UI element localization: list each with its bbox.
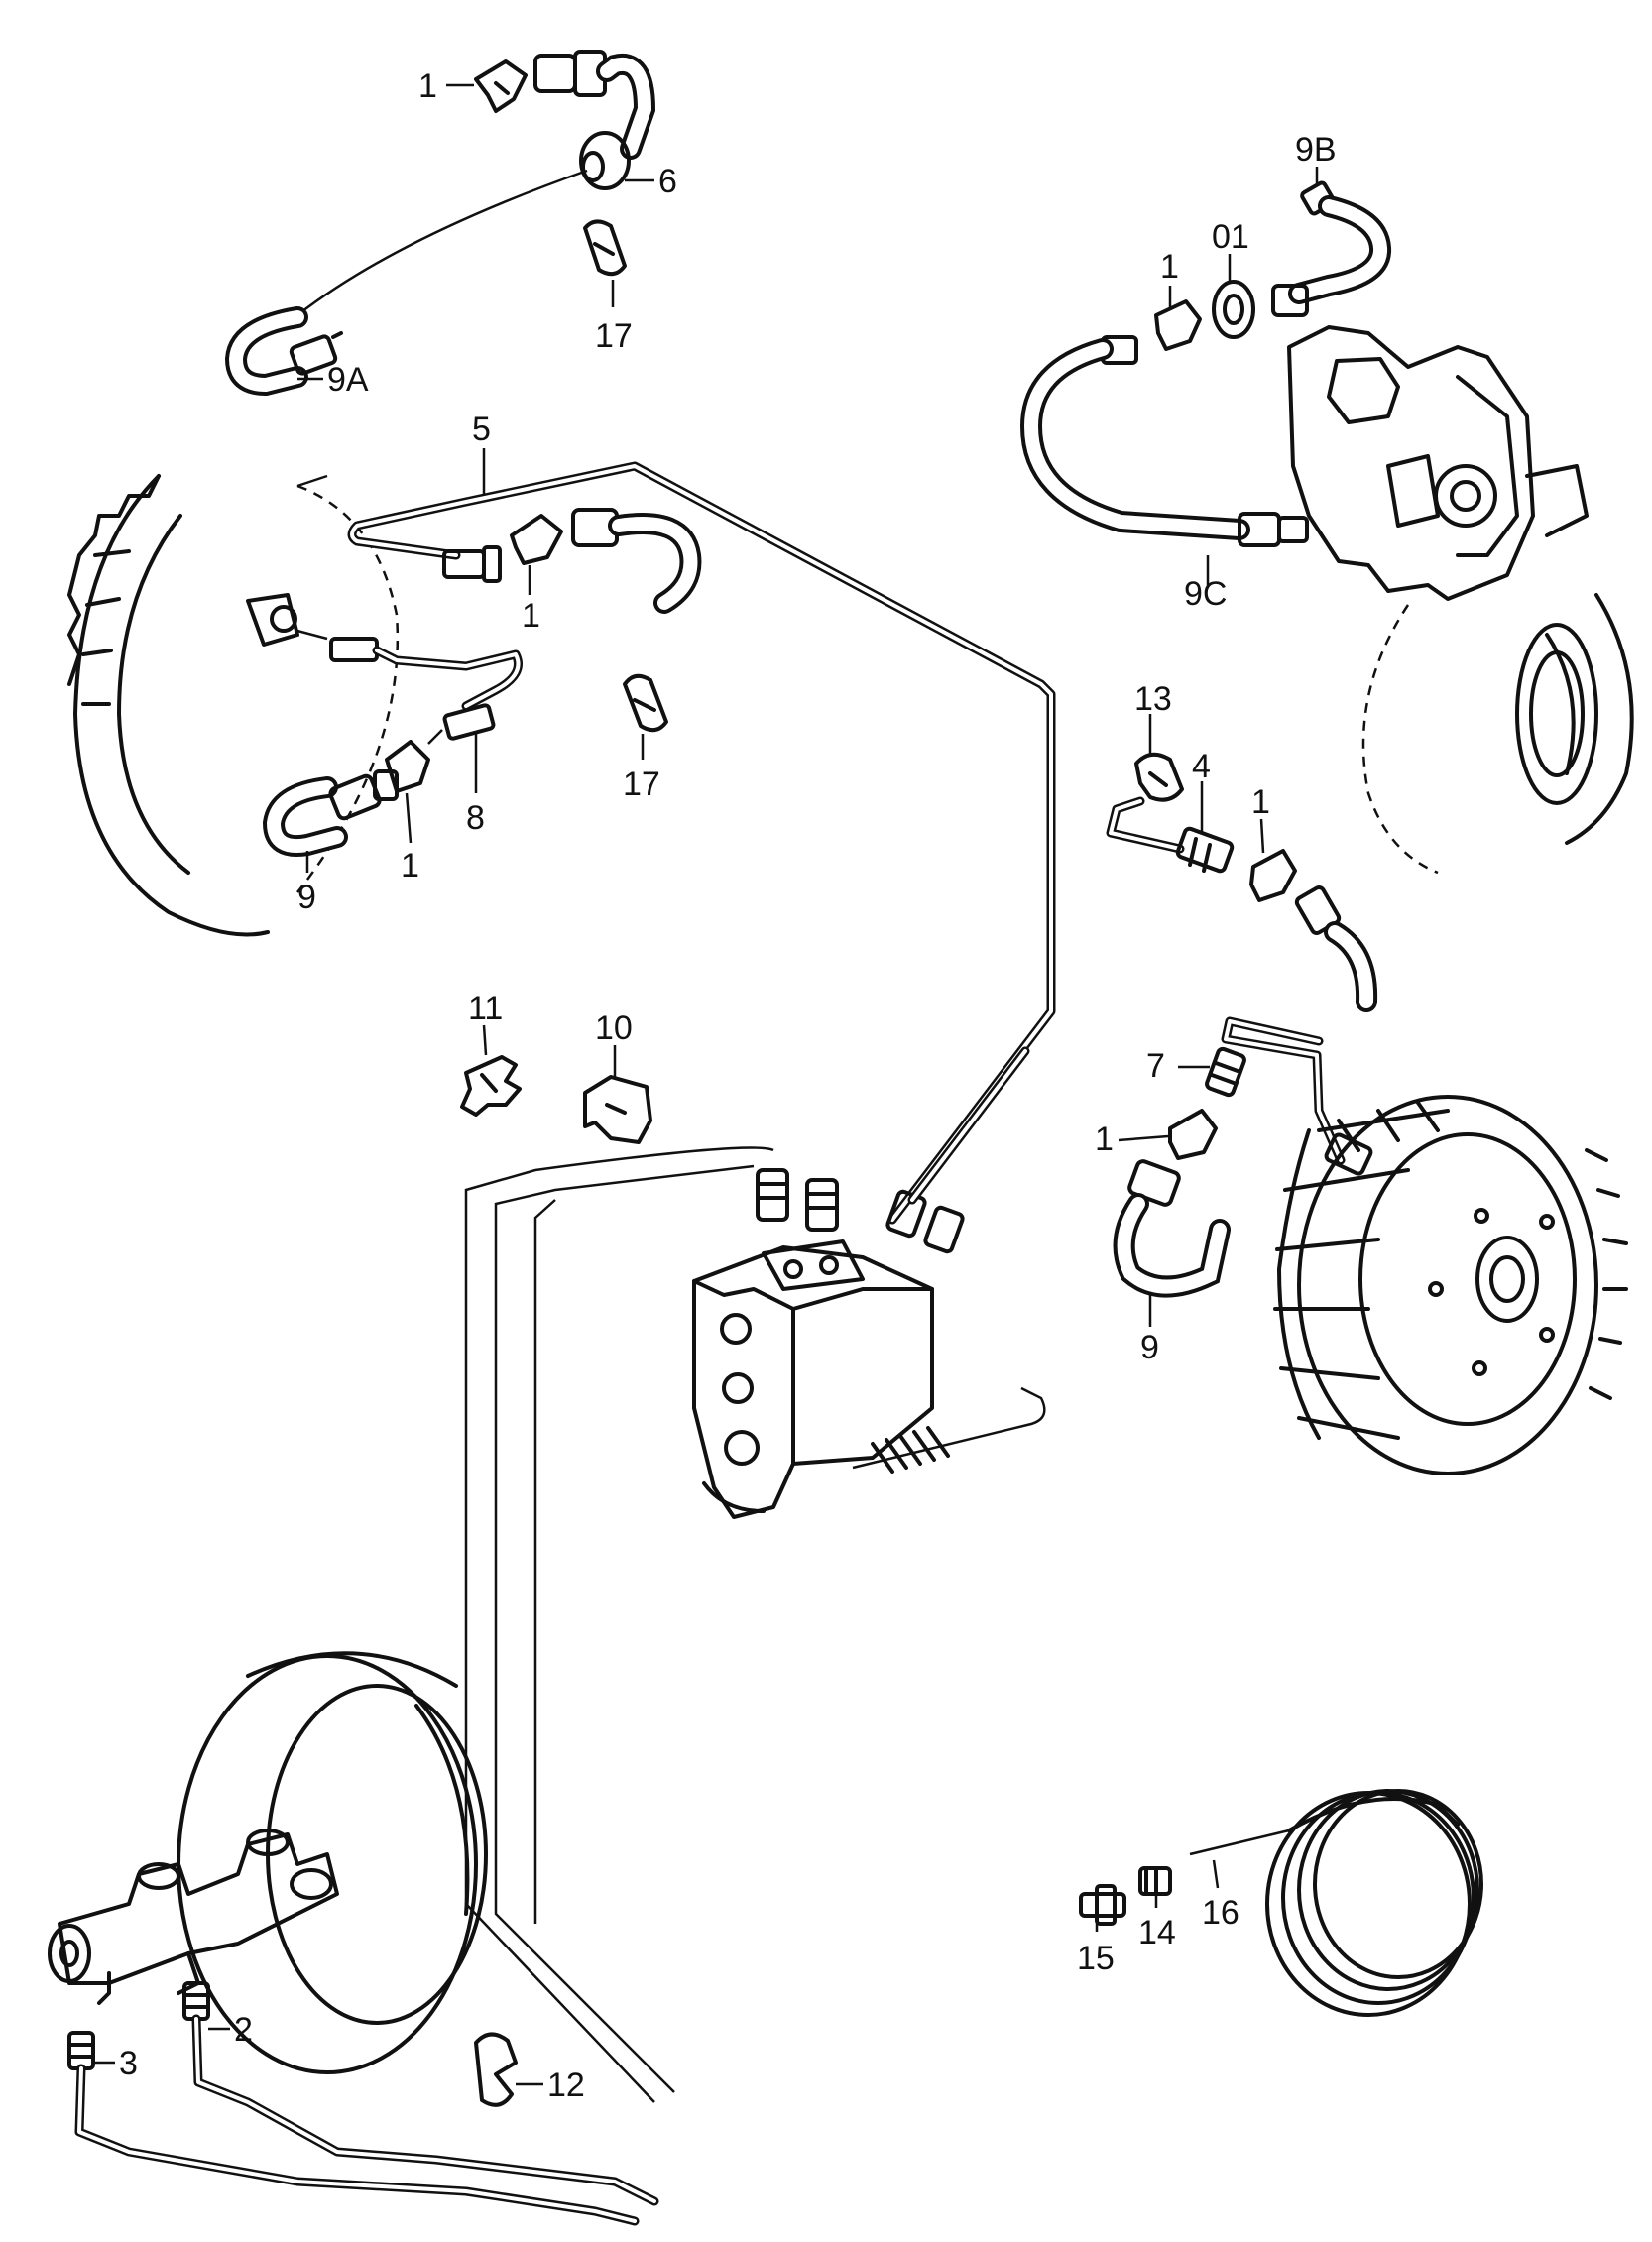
union-7 — [1205, 1046, 1246, 1098]
union-15 — [1079, 1892, 1126, 1918]
callout-9a: 9A — [327, 361, 369, 399]
callout-1-lower: 1 — [401, 847, 419, 885]
callout-16: 16 — [1202, 1894, 1239, 1932]
bracket-11 — [460, 1055, 522, 1117]
brake-disc — [1361, 604, 1439, 875]
hose-fitting-top — [533, 54, 577, 93]
callout-10: 10 — [595, 1009, 633, 1047]
grommet-6 — [579, 131, 631, 190]
clip-13 — [1134, 752, 1184, 802]
front-left-backing-plate — [67, 461, 1056, 1225]
callout-8: 8 — [466, 799, 485, 837]
pipe-coil — [1265, 1789, 1483, 2017]
brake-pipe-16 — [1189, 1829, 1290, 1856]
brake-caliper — [1287, 325, 1535, 601]
clip-right — [1249, 849, 1297, 902]
rear-right-brake-assembly — [1106, 752, 1628, 1475]
union-3 — [67, 2031, 95, 2070]
caliper-assembly — [1019, 180, 1634, 875]
brake-booster-master-cylinder — [48, 1651, 659, 2226]
callout-6: 6 — [658, 163, 677, 200]
master-cylinder — [58, 1832, 339, 1985]
clip-17-mid — [623, 673, 668, 733]
callout-17-mid: 17 — [623, 766, 660, 803]
callout-13: 13 — [1134, 680, 1172, 718]
top-hose-assembly — [224, 50, 656, 397]
clip-mid — [510, 514, 563, 565]
clamp-10 — [583, 1075, 652, 1144]
callout-15: 15 — [1077, 1940, 1115, 1977]
brake-booster — [177, 1654, 478, 2074]
callout-9-left: 9 — [297, 879, 316, 916]
clip-caliper — [1154, 299, 1202, 351]
pressure-regulator-valve — [460, 1046, 1046, 2103]
callout-14: 14 — [1138, 1914, 1176, 1951]
callout-5: 5 — [472, 411, 491, 448]
callout-11: 11 — [468, 990, 503, 1027]
callout-2: 2 — [234, 2011, 253, 2049]
callout-1-top: 1 — [418, 67, 437, 105]
clip-12 — [474, 2032, 518, 2107]
callout-3: 3 — [119, 2045, 138, 2082]
callout-1-mid: 1 — [522, 597, 540, 635]
callout-12: 12 — [547, 2066, 585, 2104]
callout-9b: 9B — [1295, 131, 1337, 169]
pipe-coil-and-unions — [1079, 1789, 1483, 2017]
leader-lines — [95, 83, 1319, 2086]
clip-top — [474, 59, 528, 113]
union-4 — [1175, 826, 1235, 874]
clip-drum — [1168, 1109, 1218, 1160]
callout-01: 01 — [1212, 218, 1249, 256]
callout-1-right: 1 — [1251, 783, 1270, 821]
clip-17-top — [583, 219, 627, 277]
seal-ring-01 — [1212, 280, 1255, 339]
callout-7: 7 — [1146, 1047, 1165, 1085]
clip-lower — [385, 740, 430, 793]
callout-9c: 9C — [1184, 575, 1227, 613]
callout-17-top: 17 — [595, 317, 633, 355]
callout-labels: 1 6 17 9A 5 1 17 8 9 1 9B 01 1 9C 13 4 1… — [119, 67, 1337, 2104]
brake-drum — [1273, 1095, 1628, 1475]
callout-9-right: 9 — [1140, 1329, 1159, 1366]
callout-4: 4 — [1192, 748, 1211, 785]
callout-1-caliper: 1 — [1160, 248, 1179, 286]
callout-1-drum: 1 — [1095, 1121, 1114, 1158]
